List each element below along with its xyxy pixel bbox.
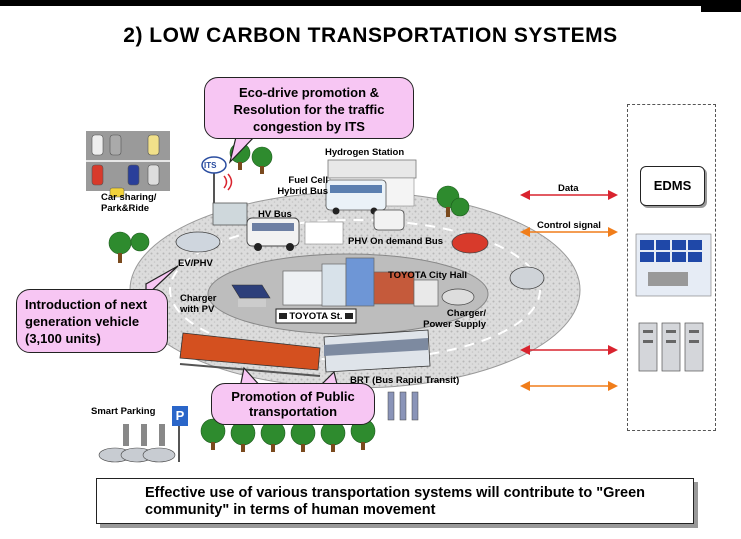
hydrogen-pumps [387,391,419,421]
its-sign-label: ITS [204,161,217,170]
phv-bus-label: PHV On demand Bus [348,236,444,247]
inner-road-lane [169,219,541,361]
page-title: 2) LOW CARBON TRANSPORTATION SYSTEMS [123,24,618,47]
hv-bus-info-card [304,221,344,245]
toyota-st-sign [275,308,357,324]
tree-trunks [118,162,450,452]
data-arrow-label: Data [558,183,579,194]
hv-bus-label: HV Bus [258,209,292,220]
charger-car [441,288,475,306]
vehicle-callout: Introduction of next generation vehicle … [16,289,168,353]
car-sharing-label: Car sharing/ Park&Ride [101,192,157,214]
charger-pv-label: Charger with PV [180,293,217,315]
smart-parking-label: Smart Parking [91,406,156,417]
control-room [635,233,712,297]
edms-label: EDMS [640,166,705,206]
charger-pv [231,284,271,307]
brt-vehicle [323,329,431,373]
ev-car [175,231,221,253]
control-arrow-top [520,227,618,237]
charger-supply-label: Charger/ Power Supply [423,308,486,330]
phv-bus [373,209,405,231]
public-callout: Promotion of Public transportation [211,383,375,425]
red-car [451,232,489,254]
control-signal-label: Control signal [537,220,601,231]
red-train [179,332,321,377]
servers [638,322,704,372]
top-border-corner [701,0,741,12]
control-arrow-bottom [520,381,618,391]
parking-lot [86,131,170,198]
ev-phv-label: EV/PHV [178,258,213,269]
parking-sign: P [175,408,185,423]
data-arrow-bottom [520,345,618,355]
top-border [0,0,741,6]
city-hall-label: TOYOTA City Hall [388,270,468,281]
data-arrow-top [520,190,618,200]
hydrogen-station-label: Hydrogen Station [325,147,405,158]
edms-system-box [627,104,716,431]
smart-parking [98,410,180,463]
city-buildings [282,257,439,307]
silver-car [509,266,545,290]
parking-sign-plate [172,406,188,426]
its-monitor [212,202,248,226]
brt-label: BRT (Bus Rapid Transit) [350,375,460,386]
fuel-cell-bus-label: Fuel Cell Hybrid Bus [277,175,328,197]
hydrogen-station [325,159,417,215]
its-callout: Eco-drive promotion & Resolution for the… [204,77,414,139]
toyota-st-label: TOYOTA St. [289,311,343,322]
hv-bus [246,217,300,251]
footer-statement: Effective use of various transportation … [96,478,694,524]
